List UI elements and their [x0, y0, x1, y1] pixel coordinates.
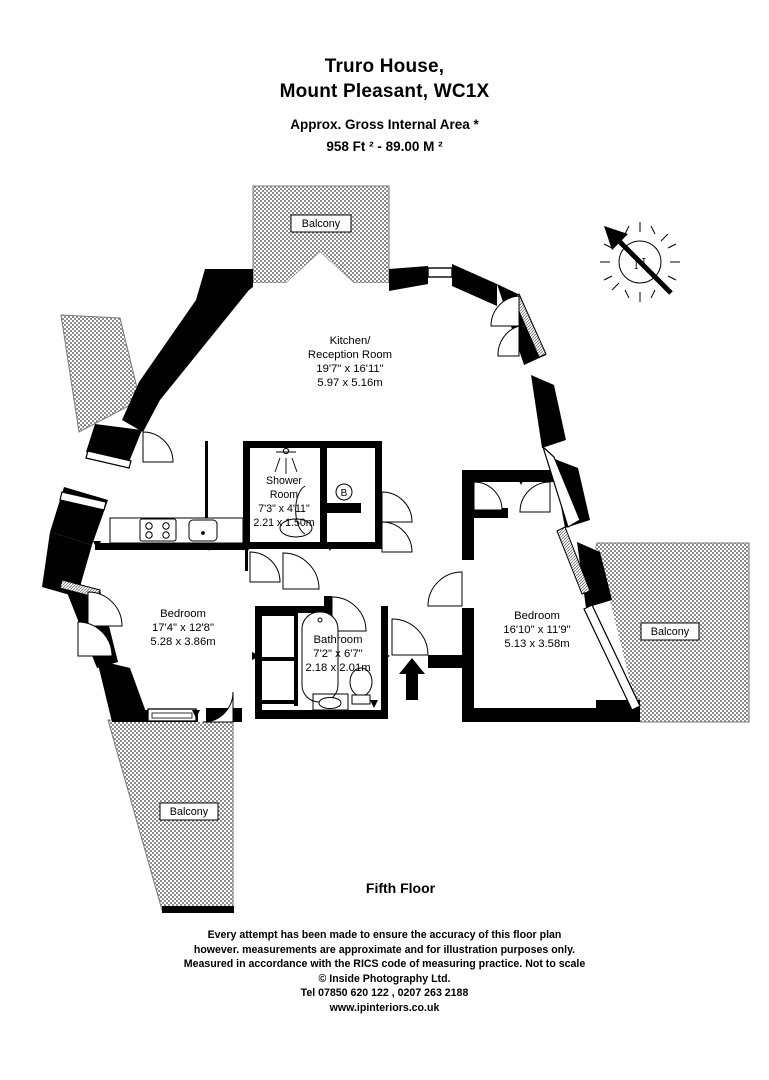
area-value-text: 958 Ft ² - 89.00 M ² — [326, 139, 443, 154]
shower-metric: 2.21 x 1.50m — [253, 517, 314, 529]
compass-needle — [604, 226, 673, 295]
shower-name-line2: Room — [270, 489, 298, 501]
bathroom-imperial: 7'2" x 6'7" — [313, 648, 362, 660]
disclaimer-line-3: Measured in accordance with the RICS cod… — [183, 958, 586, 971]
apartment-interior-fill — [62, 252, 640, 722]
fixtures — [109, 447, 373, 711]
boiler-marker: B — [335, 483, 353, 501]
copyright-line: © Inside Photography Ltd. — [318, 972, 451, 985]
dimension-ticks — [93, 286, 525, 718]
bedroom-left-imperial: 17'4" x 12'8" — [152, 622, 214, 634]
plan-header: Truro House, Mount Pleasant, WC1X Approx… — [0, 54, 769, 157]
disclaimer-footer: Every attempt has been made to ensure th… — [0, 928, 769, 1016]
area-caption-text: Approx. Gross Internal Area * — [290, 117, 479, 132]
bedroom-right-name: Bedroom — [514, 610, 560, 622]
balcony-bottom-left: Balcony — [107, 719, 234, 913]
telephone-line: Tel 07850 620 122 , 0207 263 2188 — [300, 987, 469, 1000]
page-title-line1: Truro House, — [324, 56, 445, 77]
page-title-line2: Mount Pleasant, WC1X — [279, 81, 490, 102]
disclaimer-line-1: Every attempt has been made to ensure th… — [207, 929, 562, 941]
balcony-top-label: Balcony — [302, 218, 341, 230]
room-label-shower-room: Shower Room 7'3" x 4'11" 2.21 x 1.50m — [253, 475, 314, 529]
balcony-right-label: Balcony — [651, 626, 690, 638]
balcony-bottom-left-label: Balcony — [170, 806, 209, 818]
kitchen-imperial: 19'7" x 16'11" — [316, 363, 383, 375]
bathroom-name: Bathroom — [314, 634, 363, 646]
room-label-bedroom-left: Bedroom 17'4" x 12'8" 5.28 x 3.86m — [150, 608, 215, 648]
door-swings — [77, 295, 551, 723]
bedroom-right-metric: 5.13 x 3.58m — [504, 638, 569, 650]
room-label-bathroom: Bathroom 7'2" x 6'7" 2.18 x 2.01m — [305, 634, 370, 674]
shower-name-line1: Shower — [266, 475, 302, 487]
exterior-walls — [42, 264, 640, 722]
compass-rose: N — [600, 222, 680, 302]
website-line[interactable]: www.ipinteriors.co.uk — [329, 1001, 440, 1014]
kitchen-metric: 5.97 x 5.16m — [317, 377, 382, 389]
balcony-top: Balcony — [252, 185, 390, 284]
kitchen-name-line1: Kitchen/ — [330, 335, 372, 347]
room-label-kitchen-reception: Kitchen/ Reception Room 19'7" x 16'11" 5… — [308, 335, 392, 389]
bedroom-left-name: Bedroom — [160, 608, 206, 620]
floor-level-label: Fifth Floor — [0, 880, 769, 896]
shower-imperial: 7'3" x 4'11" — [258, 503, 310, 515]
bedroom-right-imperial: 16'10" x 11'9" — [503, 624, 570, 636]
floor-level-text: Fifth Floor — [365, 880, 436, 896]
interior-walls — [95, 441, 388, 719]
area-caption: Approx. Gross Internal Area * 958 Ft ² -… — [0, 115, 769, 157]
kitchen-name-line2: Reception Room — [308, 349, 392, 361]
window-segments — [59, 267, 641, 722]
disclaimer-line-2: however. measurements are approximate an… — [193, 943, 576, 956]
bedroom-left-metric: 5.28 x 3.86m — [150, 636, 215, 648]
room-label-bedroom-right: Bedroom 16'10" x 11'9" 5.13 x 3.58m — [503, 610, 570, 650]
boiler-marker-letter: B — [341, 488, 348, 499]
bathroom-metric: 2.18 x 2.01m — [305, 662, 370, 674]
